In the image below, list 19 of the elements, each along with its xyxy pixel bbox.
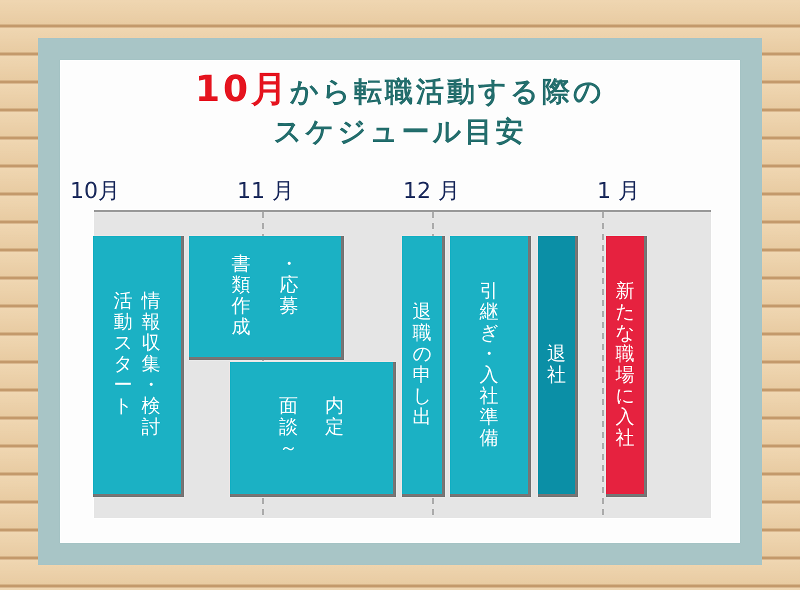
task-label: 退社 <box>546 344 567 386</box>
month-label: 10月 <box>70 178 120 206</box>
task-label: 書類作成・応募 <box>230 254 300 339</box>
task-bar <box>230 362 396 497</box>
task-bar <box>538 236 578 497</box>
task-label: 引継ぎ・入社準備 <box>478 281 500 449</box>
task-label: 退職の申し出 <box>412 302 432 428</box>
task-label: 面談～内定 <box>278 396 345 460</box>
task-bar <box>450 236 531 497</box>
month-label: 12 月 <box>403 178 460 206</box>
chart-title: 10月から転職活動する際のスケジュール目安 <box>194 70 606 150</box>
task-bar <box>402 236 445 497</box>
task-bar <box>189 236 344 360</box>
task-label: 情報収集・検討活動スタート <box>112 291 162 439</box>
task-bar <box>93 236 184 497</box>
task-bar <box>606 236 647 497</box>
month-label: 11 月 <box>237 178 294 206</box>
task-label: 新たな職場に入社 <box>614 281 636 449</box>
month-label: 1 月 <box>597 178 640 206</box>
